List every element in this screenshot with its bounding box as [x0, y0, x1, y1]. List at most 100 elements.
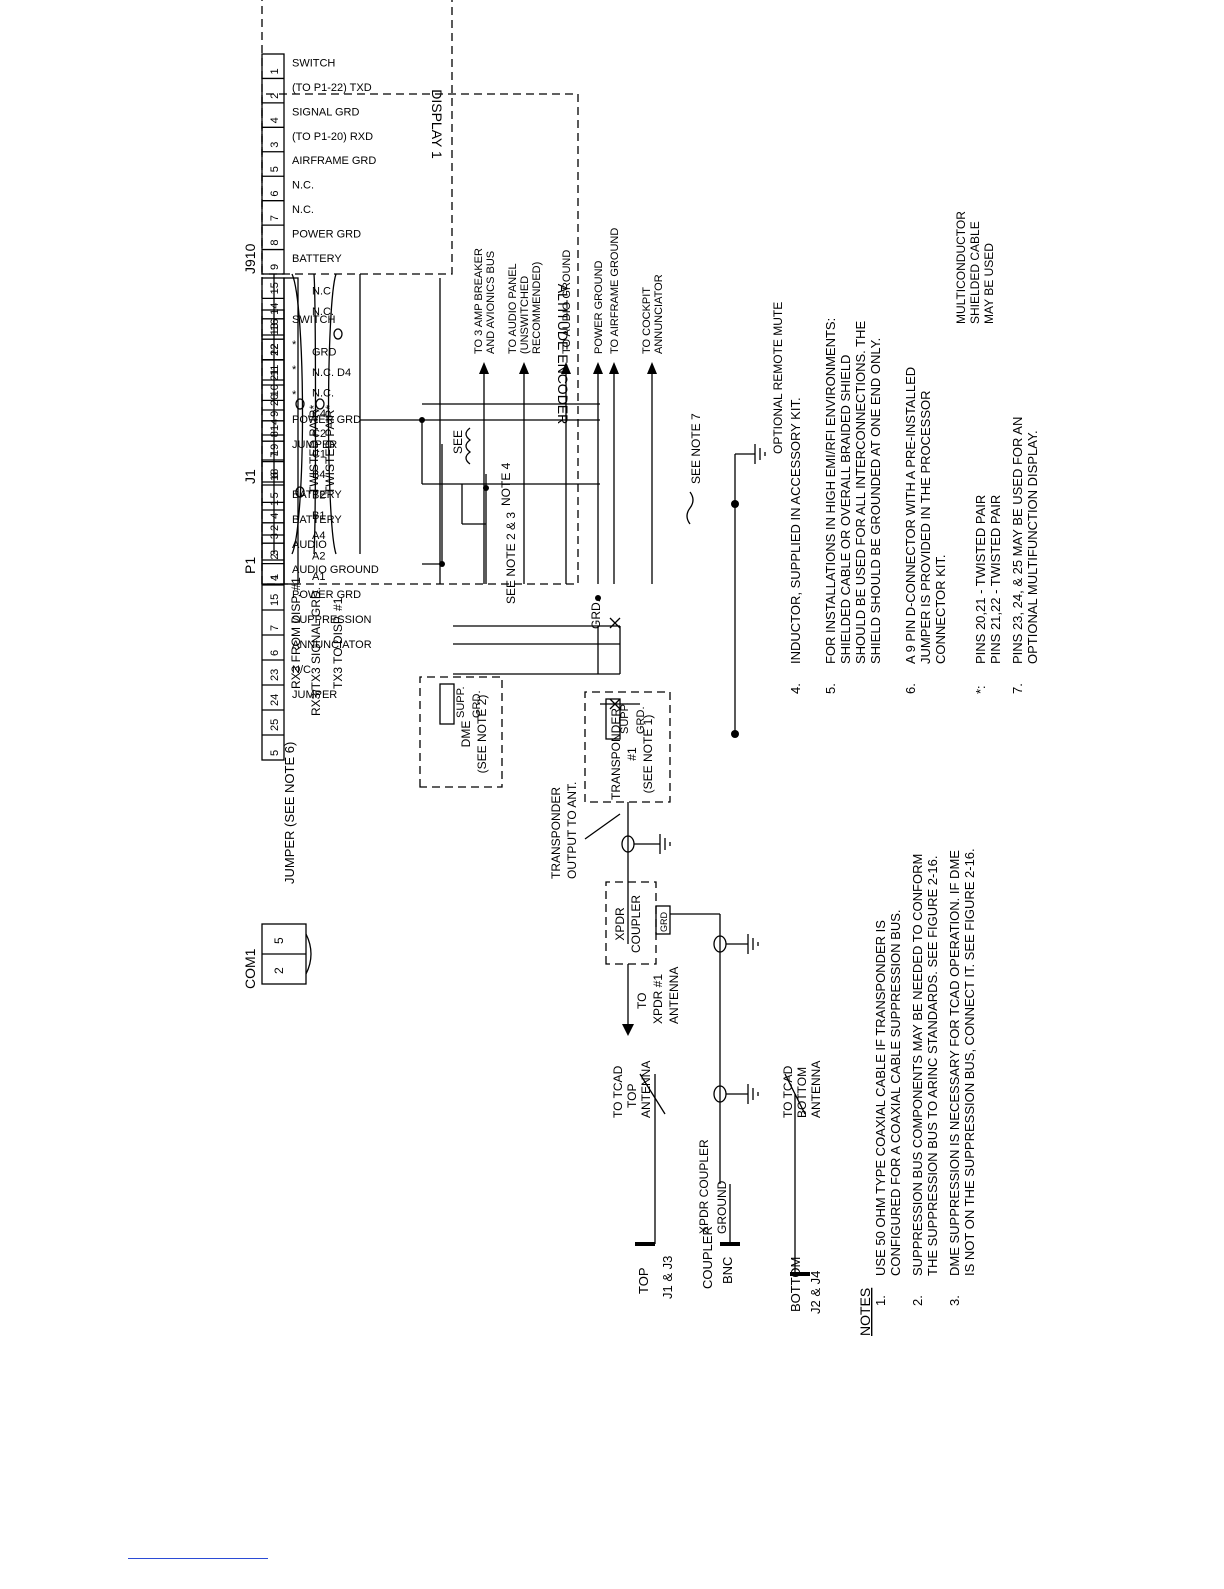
j1-pin-number: 5	[269, 492, 281, 498]
j910-pin-signal: (TO P1-22) TXD	[292, 82, 372, 94]
inductor: SEE NOTE 4	[451, 427, 513, 506]
footer-rule	[128, 1558, 268, 1559]
p1-pin-signal: *	[292, 389, 297, 401]
to-xpdr-3: ANTENNA	[667, 967, 681, 1024]
j1-pin-number: 15	[269, 282, 281, 294]
j910-pin-number: 4	[269, 117, 281, 123]
transponder-grd: GRD.	[635, 707, 647, 735]
note-number: 7.	[1010, 683, 1025, 694]
top-tcad-3: ANTENNA	[639, 1061, 653, 1118]
p1-pin-signal: ANNUNCIATOR	[292, 639, 372, 651]
dme-grd: GRD.	[471, 691, 483, 719]
j910-pin-number: 7	[269, 215, 281, 221]
note-line: OPTIONAL MULTIFUNCTION DISPLAY.	[1025, 430, 1040, 664]
note-number: 4.	[788, 683, 803, 694]
note-line: A 9 PIN D-CONNECTOR WITH A PRE-INSTALLED	[903, 367, 918, 664]
see-label: SEE	[451, 430, 465, 454]
note-number: *:	[973, 685, 988, 694]
j1-pin-number: 12	[269, 343, 281, 355]
bottom-tcad-1: TO TCAD	[781, 1065, 795, 1118]
j910-pin-number: 8	[269, 239, 281, 245]
destination-arrow	[609, 362, 619, 374]
antenna-connectors: TO TCAD TOP ANTENNA TOP J1 & J3 COUPLER …	[611, 1061, 823, 1314]
j910-pin-number: 2	[269, 93, 281, 99]
j910-pin-signal: BATTERY	[292, 253, 342, 265]
destination-label: (UNSWITCHED	[519, 276, 531, 354]
transponder-output-1: TRANSPONDER	[549, 787, 563, 879]
p1-pin-signal: SWITCH	[292, 314, 335, 326]
p1-pin-number: 14	[269, 419, 281, 431]
j910-pin-number: 9	[269, 264, 281, 270]
p1-label: P1	[242, 557, 258, 574]
p1-pin-number: 3	[269, 550, 281, 556]
note-line: IS NOT ON THE SUPPRESSION BUS, CONNECT I…	[962, 848, 977, 1276]
j1-pin-signal: N.C.	[312, 306, 334, 318]
p1-pin-signal: BATTERY	[292, 514, 342, 526]
note4-label: NOTE 4	[499, 462, 513, 506]
altitude-encoder-title: ALTITUDE ENCODER	[555, 284, 571, 425]
p1-pin-number: 22	[269, 344, 281, 356]
p1-pin-signal: POWER GRD	[292, 414, 361, 426]
destination-label: RECOMMENDED)	[531, 262, 543, 354]
destination-label: TO AUDIO GROUND	[561, 250, 573, 354]
p1-pin-number: 1	[269, 500, 281, 506]
note-number: 2.	[910, 1295, 925, 1306]
xpdr-coupler-title: XPDR	[613, 907, 627, 941]
j1-pin-signal: GRD	[312, 347, 337, 359]
top-conn-2: J1 & J3	[660, 1256, 675, 1299]
coupler-conn-2: BNC	[720, 1257, 735, 1284]
note-line: INDUCTOR, SUPPLIED IN ACCESSORY KIT.	[788, 397, 803, 664]
star-note-side: MULTICONDUCTOR	[954, 211, 968, 324]
p1-pin-number: 5	[269, 750, 281, 756]
p1-pin-number: 20	[269, 394, 281, 406]
note-line: DME SUPPRESSION IS NECESSARY FOR TCAD OP…	[947, 850, 962, 1276]
j1-pin-number: 2	[269, 553, 281, 559]
j1-pin-number: 7	[269, 451, 281, 457]
j910-pin-signal: SWITCH	[292, 57, 335, 69]
j1-pin-number: 11	[269, 365, 281, 376]
bottom-tcad-3: ANTENNA	[809, 1061, 823, 1118]
j1-pin-number: 6	[269, 472, 281, 478]
p1-pin-signal: SUPPRESSION	[292, 614, 372, 626]
j1-pin-number: 8	[269, 431, 281, 437]
note-number: 6.	[903, 683, 918, 694]
com1-jumper	[305, 933, 312, 975]
p1-pin-signal: AUDIO GROUND	[292, 564, 379, 576]
destination-arrow	[593, 362, 603, 374]
j910-pin-signal: N.C.	[292, 204, 314, 216]
note-line: SHIELD SHOULD BE GROUNDED AT ONE END ONL…	[868, 338, 883, 664]
j1-pin-number: 4	[269, 513, 281, 519]
see-note-7-label: SEE NOTE 7	[689, 413, 703, 484]
p1-pin-signal: AUDIO	[292, 539, 327, 551]
j910-pin-signal: AIRFRAME GRD	[292, 155, 376, 167]
j910-pin-signal: N.C.	[292, 180, 314, 192]
p1-pin-number: 2	[269, 525, 281, 531]
top-conn-1: TOP	[636, 1268, 651, 1295]
transponder-output-2: OUTPUT TO ANT.	[565, 782, 579, 879]
note-line: SHIELDED CABLE OR OVERALL BRAIDED SHIELD	[838, 355, 853, 664]
com1-label: COM1	[242, 948, 258, 989]
p1-pin-number: 18	[269, 469, 281, 481]
j1-pin-number: 13	[269, 323, 281, 335]
j910-pin-number: 1	[269, 68, 281, 74]
j1-pin-number: 3	[269, 533, 281, 539]
star-note-side: SHIELDED CABLE	[968, 221, 982, 324]
p1-pin-signal: N/C	[292, 664, 311, 676]
bottom-conn-2: J2 & J4	[808, 1271, 823, 1314]
p1-pin-signal: POWER GRD	[292, 589, 361, 601]
destination-label: TO COCKPIT	[641, 287, 653, 354]
rxtx3-label: RX3/TX3 SIGNAL GRD.	[309, 587, 323, 716]
note-line: USE 50 OHM TYPE COAXIAL CABLE IF TRANSPO…	[873, 920, 888, 1276]
p1-pin-number: 25	[269, 719, 281, 731]
p1-pin-signal: *	[292, 339, 297, 351]
com1-pin-2: 2	[272, 967, 286, 974]
note-line: PINS 20,21 - TWISTED PAIR	[973, 495, 988, 664]
top-tcad-2: TOP	[625, 1084, 639, 1108]
note-line: JUMPER IS PROVIDED IN THE PROCESSOR	[918, 390, 933, 664]
p1-pin-number: 23	[269, 669, 281, 681]
j910-pin-number: 6	[269, 191, 281, 197]
transponder-coax: TRANSPONDER OUTPUT TO ANT.	[549, 782, 671, 944]
